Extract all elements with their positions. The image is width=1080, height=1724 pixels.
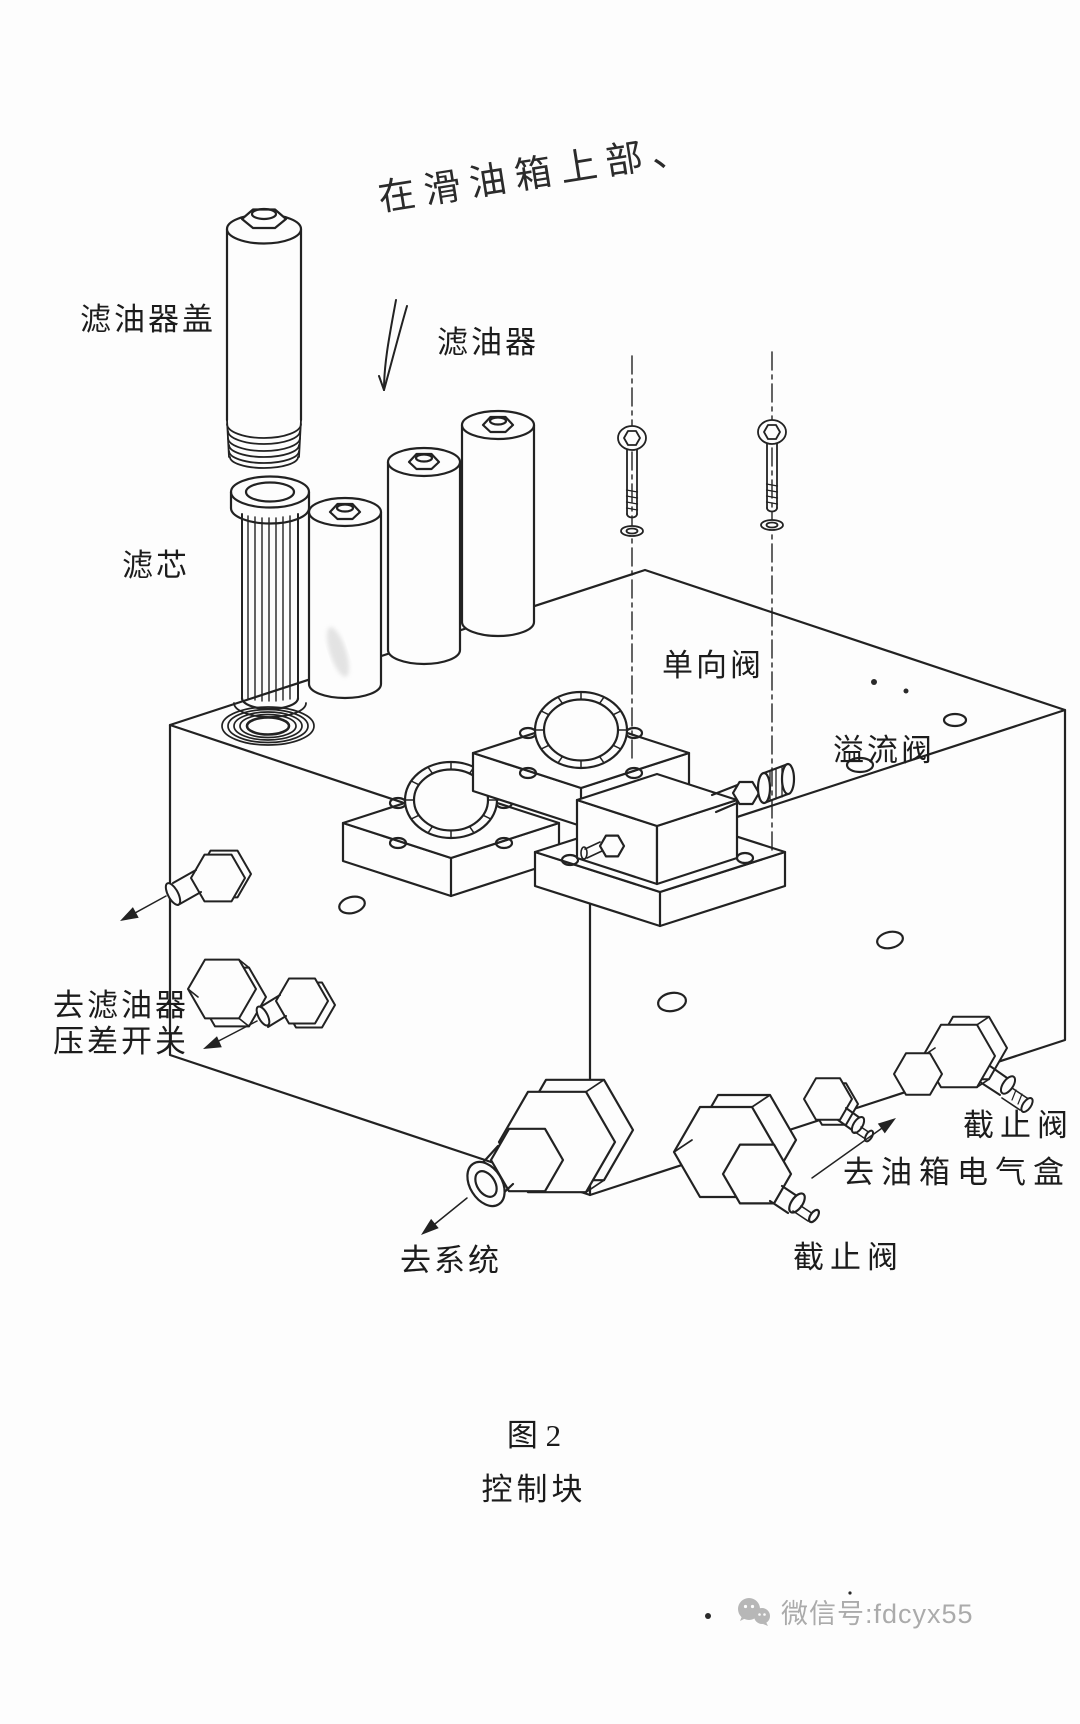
figure-title: 控制块	[481, 1472, 587, 1507]
filter-canister-2	[386, 446, 462, 666]
pencil-smudge	[326, 627, 350, 677]
label-shutoff-valve-right: 截止阀	[963, 1108, 1074, 1143]
fitting-shutoff-right	[893, 1015, 1034, 1113]
fitting-tank-box-port	[803, 1077, 875, 1143]
relief-valve-assembly	[533, 762, 796, 928]
leader-arrows	[120, 895, 896, 1235]
hex-plug-left	[187, 958, 267, 1028]
label-filter-element: 滤芯	[122, 548, 190, 583]
label-relief-valve: 溢流阀	[833, 733, 935, 768]
label-to-filter-dp-switch-line2: 压差开关	[53, 1024, 189, 1059]
socket-screw-1	[617, 425, 647, 537]
label-check-valve: 单向阀	[662, 648, 764, 683]
label-to-system: 去系统	[400, 1243, 502, 1278]
knurling	[404, 761, 498, 839]
filter-canister-3	[460, 409, 536, 638]
wechat-watermark: 微信号:fdcyx55	[736, 1592, 974, 1631]
figure-number: 图 2	[506, 1418, 562, 1453]
socket-screw-2	[757, 419, 787, 531]
fitting-to-system	[466, 1078, 635, 1208]
filter-cover-part	[225, 207, 303, 469]
screw-centerlines	[631, 351, 773, 853]
wechat-icon	[738, 1597, 770, 1626]
label-oil-filter: 滤油器	[437, 325, 539, 360]
handwritten-arrow	[378, 299, 408, 391]
watermark-text: 微信号:fdcyx55	[781, 1599, 974, 1629]
label-shutoff-valve-bottom: 截止阀	[793, 1240, 904, 1275]
knurling	[534, 691, 628, 769]
fitting-dp-switch-port	[255, 977, 336, 1029]
check-valve-plate-1	[341, 760, 561, 898]
label-filter-cover: 滤油器盖	[80, 302, 216, 337]
fitting-left-upper	[164, 849, 252, 906]
label-to-filter-dp-switch-line1: 去滤油器	[53, 988, 189, 1023]
ink-dots	[705, 679, 909, 1619]
fitting-shutoff-bottom	[672, 1093, 821, 1224]
filter-canister-1	[307, 496, 383, 700]
label-to-tank-electrical-box: 去油箱电气盒	[843, 1155, 1071, 1190]
filter-element-part	[229, 475, 311, 718]
